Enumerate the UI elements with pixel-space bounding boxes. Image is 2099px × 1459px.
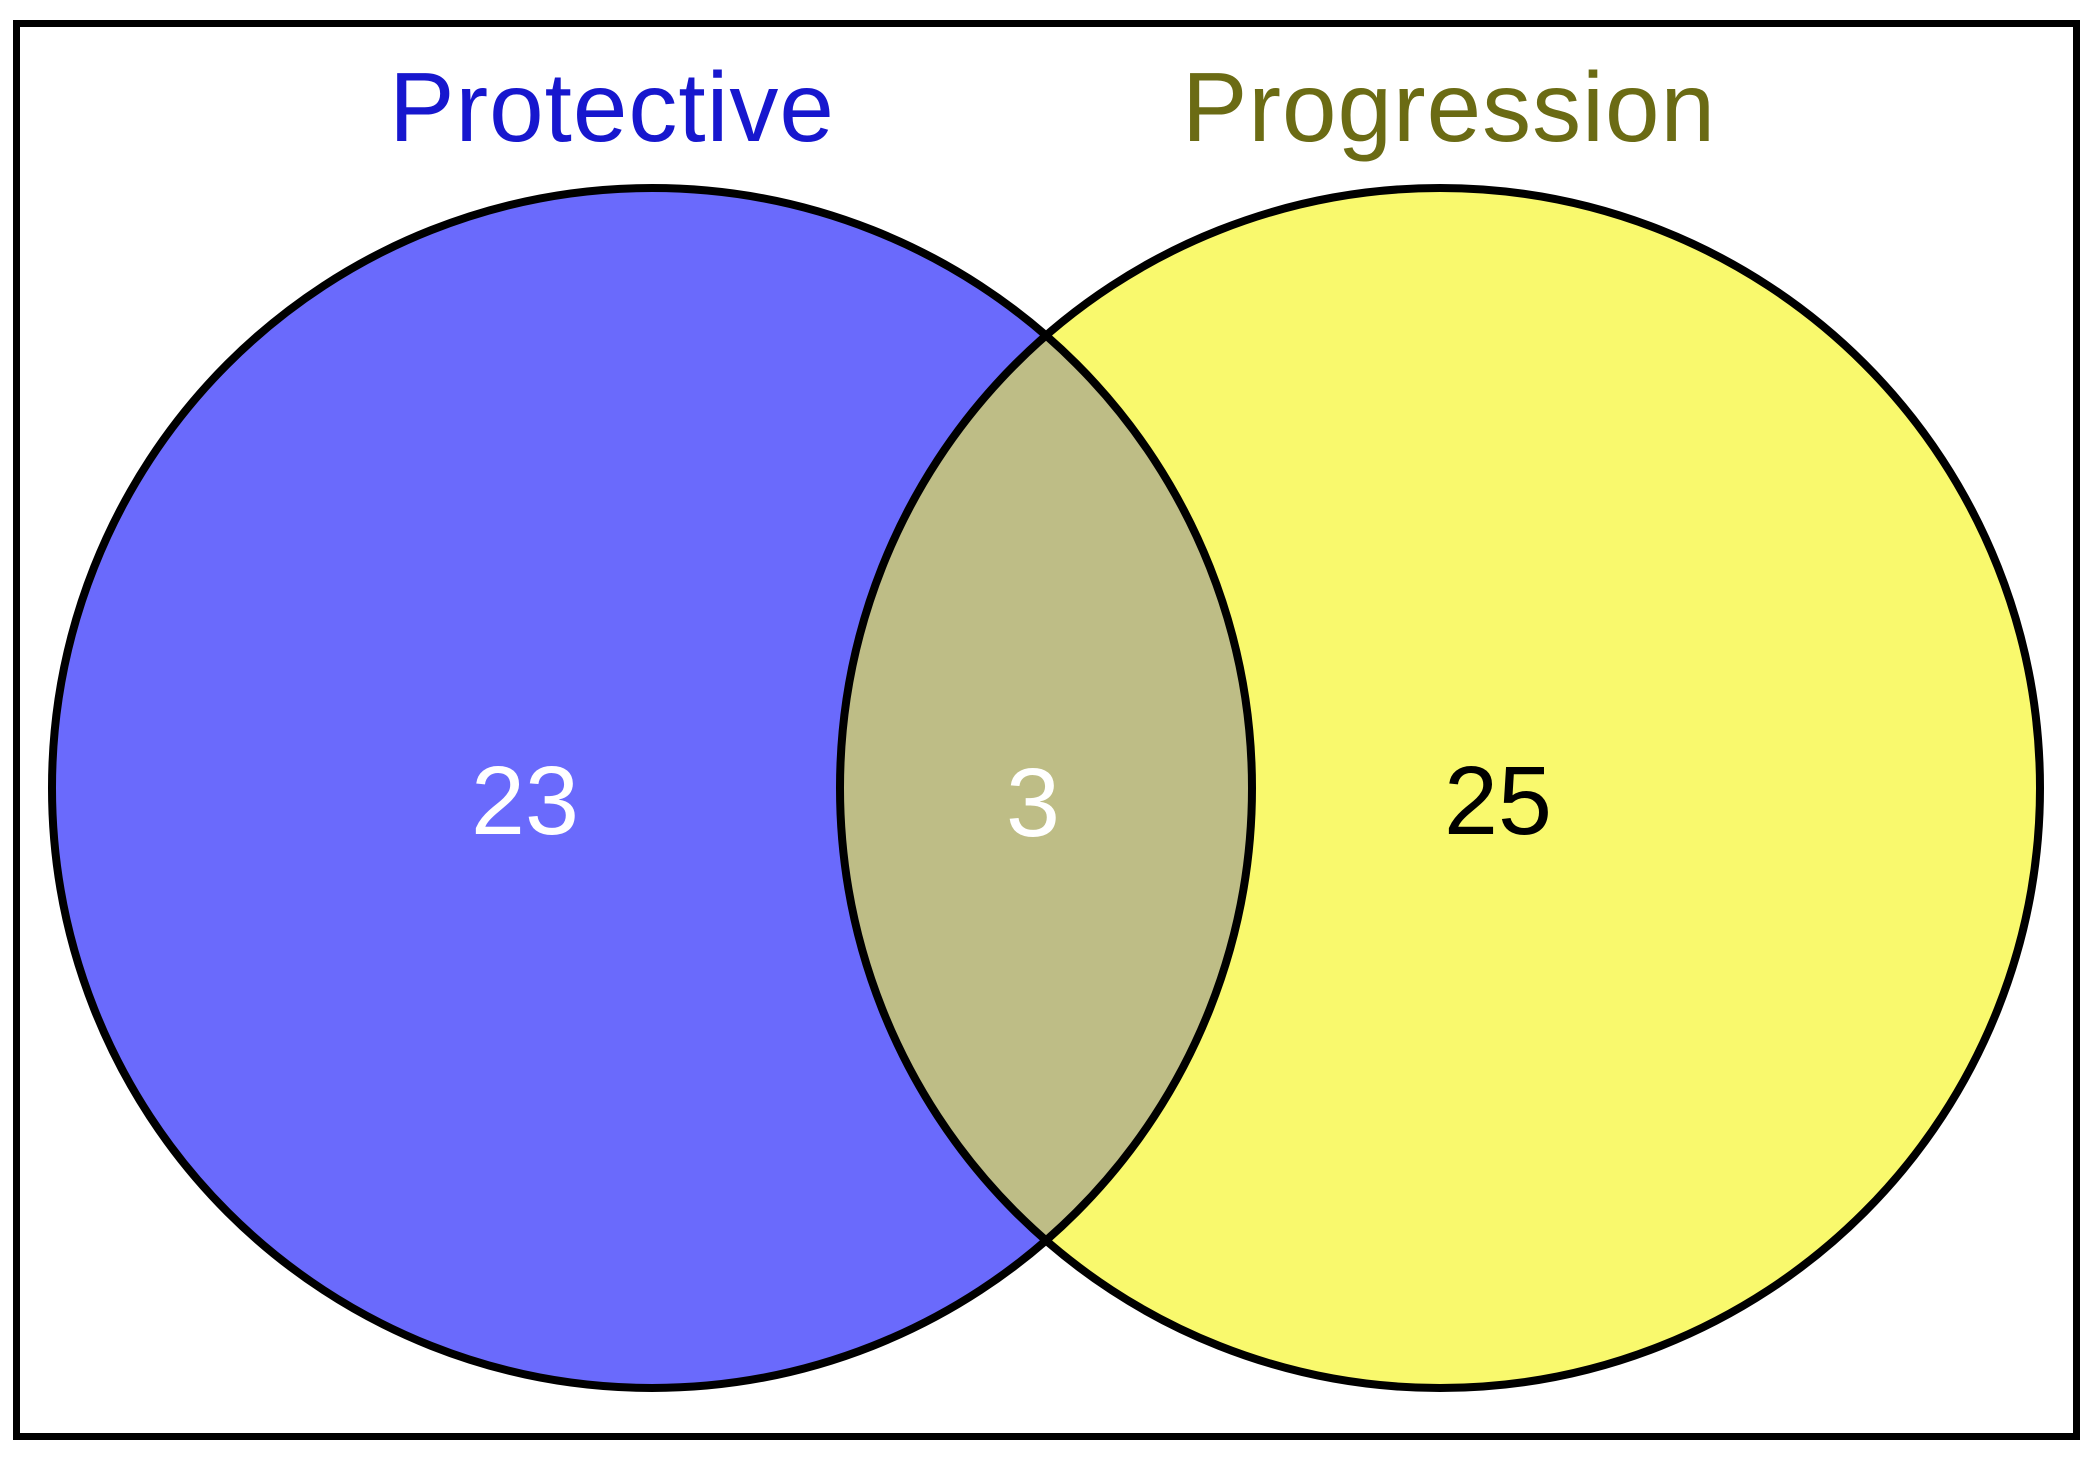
protective-circle-outline: [48, 184, 1256, 1392]
protective-count: 23: [471, 746, 579, 855]
progression-count: 25: [1444, 746, 1552, 855]
progression-circle-outline: [836, 184, 2044, 1392]
intersection-fill: [840, 188, 1252, 1388]
intersection-count: 3: [1006, 748, 1060, 857]
progression-label: Progression: [1182, 52, 1716, 162]
diagram-border: [13, 20, 2080, 1440]
intersection-region: [840, 188, 1252, 1388]
protective-label: Protective: [389, 52, 835, 162]
